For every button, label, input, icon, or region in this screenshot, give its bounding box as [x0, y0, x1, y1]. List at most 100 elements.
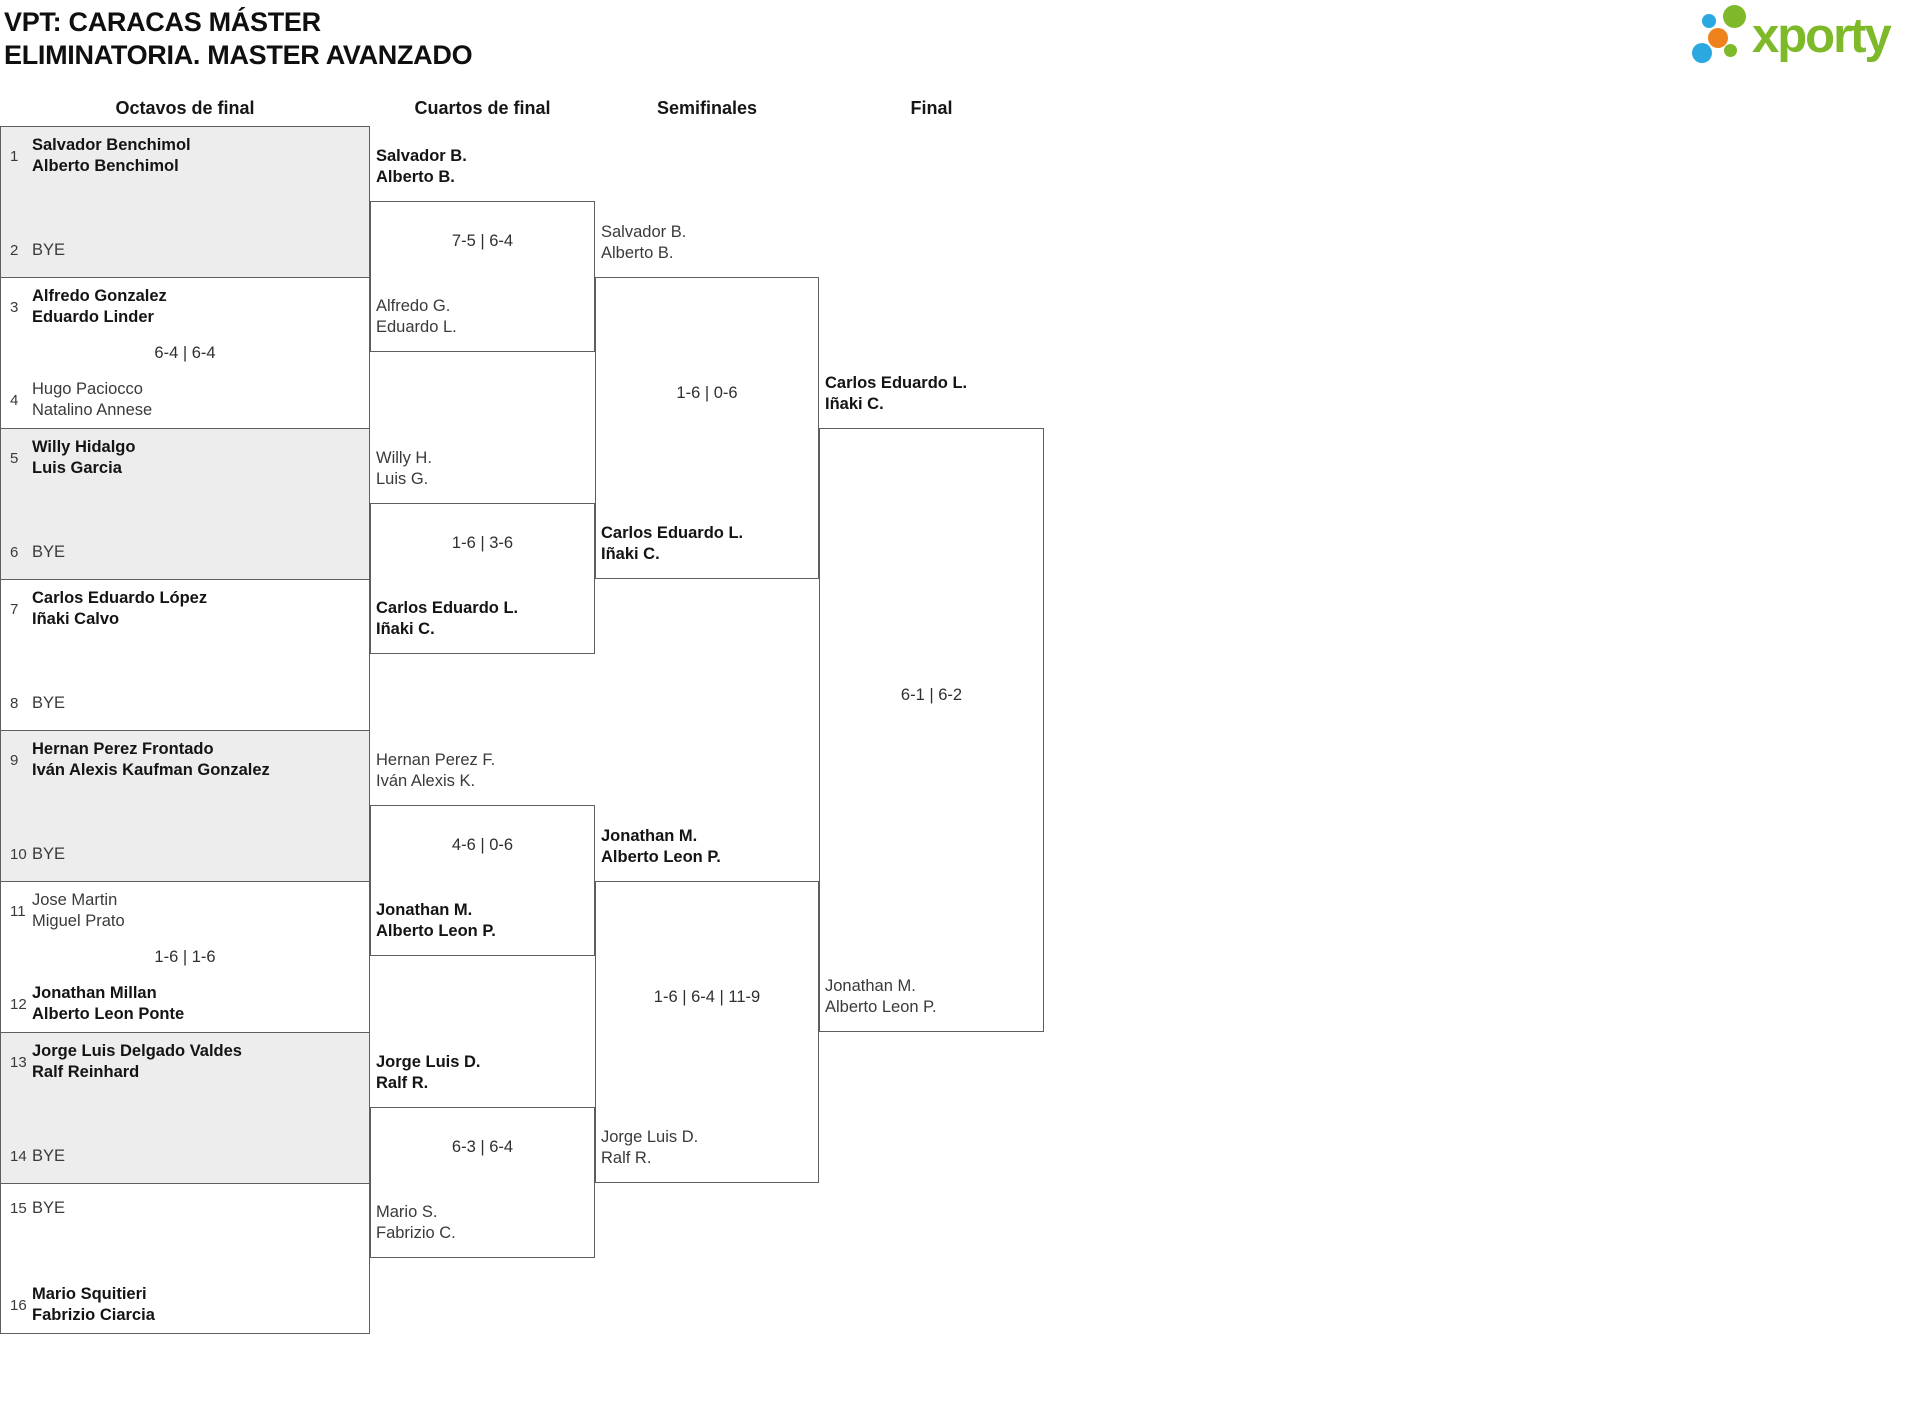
r16-match-5[interactable]: 9 Hernan Perez Frontado Iván Alexis Kauf… — [0, 730, 370, 881]
seed-number: 4 — [10, 391, 19, 409]
qf3-score: 4-6 | 0-6 — [451, 836, 514, 854]
r16-match-2[interactable]: 3 Alfredo Gonzalez Eduardo Linder 6-4 | … — [0, 277, 370, 428]
qf2-bottom-team: Carlos Eduardo L. Iñaki C. — [376, 598, 590, 640]
r16-match-3[interactable]: 5 Willy Hidalgo Luis Garcia 6 BYE — [0, 428, 370, 579]
team-name: Willy Hidalgo Luis Garcia — [32, 437, 135, 479]
qf2-match-box[interactable] — [370, 503, 595, 654]
team-name: Carlos Eduardo López Iñaki Calvo — [32, 588, 207, 630]
logo-dot-blue-medium — [1692, 43, 1712, 63]
team-slot: 9 Hernan Perez Frontado Iván Alexis Kauf… — [10, 739, 361, 781]
team-name: BYE — [32, 1198, 65, 1219]
seed-number: 14 — [10, 1148, 27, 1165]
player-2: Iván Alexis Kaufman Gonzalez — [32, 761, 270, 779]
qf4-bottom-team: Mario S. Fabrizio C. — [376, 1202, 590, 1244]
player-1: Salvador B. — [376, 147, 467, 165]
r16-match-1[interactable]: 1 Salvador Benchimol Alberto Benchimol 2… — [0, 126, 370, 277]
team-slot: 2 BYE — [10, 240, 361, 261]
team-slot: 12 Jonathan Millan Alberto Leon Ponte — [10, 983, 361, 1025]
logo-wordmark: xporty — [1752, 9, 1892, 63]
player-2: Alberto B. — [601, 244, 674, 262]
player-2: Fabrizio Ciarcia — [32, 1306, 155, 1324]
player-1: Jonathan M. — [376, 901, 473, 919]
qf1-match-box[interactable] — [370, 201, 595, 352]
player-1: Mario S. — [376, 1203, 438, 1221]
player-1: Jonathan M. — [825, 977, 916, 995]
team-name: Hernan Perez Frontado Iván Alexis Kaufma… — [32, 739, 270, 781]
team-name: Mario Squitieri Fabrizio Ciarcia — [32, 1284, 155, 1326]
team-slot: 14 BYE — [10, 1146, 361, 1167]
player-2: Alberto Leon P. — [376, 922, 496, 940]
final-bottom-team: Jonathan M. Alberto Leon P. — [825, 976, 1039, 1018]
team-slot: 3 Alfredo Gonzalez Eduardo Linder — [10, 286, 361, 328]
sf2-bottom-team: Jorge Luis D. Ralf R. — [601, 1127, 815, 1169]
qf4-top-team: Jorge Luis D. Ralf R. — [376, 1052, 590, 1094]
seed-number: 5 — [10, 449, 19, 467]
seed-number: 7 — [10, 600, 19, 618]
qf4-score: 6-3 | 6-4 — [451, 1138, 514, 1156]
team-name: BYE — [32, 542, 65, 563]
team-slot: 5 Willy Hidalgo Luis Garcia — [10, 437, 361, 479]
match-score: 1-6 | 1-6 — [154, 948, 216, 966]
r16-match-6[interactable]: 11 Jose Martin Miguel Prato 1-6 | 1-6 12… — [0, 881, 370, 1032]
player-2: Ralf Reinhard — [32, 1063, 140, 1081]
player-2: Luis Garcia — [32, 459, 122, 477]
round-header-cuartos: Cuartos de final — [414, 98, 551, 118]
seed-number: 11 — [10, 902, 26, 920]
seed-number: 12 — [10, 995, 27, 1013]
sf2-top-team: Jonathan M. Alberto Leon P. — [601, 826, 815, 868]
title-line-1: VPT: CARACAS MÁSTER — [4, 7, 321, 37]
r16-match-8[interactable]: 15 BYE 16 Mario Squitieri Fabrizio Ciarc… — [0, 1183, 370, 1334]
team-slot: 11 Jose Martin Miguel Prato — [10, 890, 361, 932]
player-1: Carlos Eduardo L. — [601, 524, 744, 542]
player-2: Ralf R. — [376, 1074, 429, 1092]
player-2: Iñaki C. — [601, 545, 660, 563]
team-slot: 7 Carlos Eduardo López Iñaki Calvo — [10, 588, 361, 630]
player-2: Miguel Prato — [32, 912, 125, 930]
player-1: Alfredo Gonzalez — [32, 287, 167, 305]
r16-match-4[interactable]: 7 Carlos Eduardo López Iñaki Calvo 8 BYE — [0, 579, 370, 730]
sf1-bottom-team: Carlos Eduardo L. Iñaki C. — [601, 523, 815, 565]
seed-number: 9 — [10, 751, 19, 769]
player-2: Eduardo Linder — [32, 308, 154, 326]
logo-dot-blue-small — [1702, 14, 1716, 28]
qf2-score: 1-6 | 3-6 — [451, 534, 514, 552]
player-2: Alberto Leon P. — [825, 998, 937, 1016]
logo-dot-green-large — [1723, 5, 1746, 28]
player-1: Alfredo G. — [376, 297, 451, 315]
team-name: Jonathan Millan Alberto Leon Ponte — [32, 983, 184, 1025]
player-2: Fabrizio C. — [376, 1224, 456, 1242]
sf1-match-box[interactable] — [595, 277, 819, 579]
qf1-score: 7-5 | 6-4 — [451, 232, 514, 250]
sf2-match-box[interactable] — [595, 881, 819, 1183]
qf4-match-box[interactable] — [370, 1107, 595, 1258]
player-2: Eduardo L. — [376, 318, 457, 336]
player-2: Alberto Leon Ponte — [32, 1005, 185, 1023]
team-name: Hugo Paciocco Natalino Annese — [32, 379, 152, 421]
seed-number: 8 — [10, 695, 19, 712]
player-1: Mario Squitieri — [32, 1285, 147, 1303]
team-name: BYE — [32, 844, 65, 865]
team-slot: 10 BYE — [10, 844, 361, 865]
player-2: Ralf R. — [601, 1149, 652, 1167]
final-match-box[interactable] — [819, 428, 1044, 1032]
final-top-team: Carlos Eduardo L. Iñaki C. — [825, 373, 1039, 415]
player-1: Hernan Perez Frontado — [32, 740, 214, 758]
qf3-bottom-team: Jonathan M. Alberto Leon P. — [376, 900, 590, 942]
team-slot: 4 Hugo Paciocco Natalino Annese — [10, 379, 361, 421]
r16-match-7[interactable]: 13 Jorge Luis Delgado Valdes Ralf Reinha… — [0, 1032, 370, 1183]
team-name: Jorge Luis Delgado Valdes Ralf Reinhard — [32, 1041, 242, 1083]
player-2: Iñaki C. — [376, 620, 435, 638]
team-name: BYE — [32, 1146, 65, 1167]
team-name: BYE — [32, 693, 65, 714]
qf3-match-box[interactable] — [370, 805, 595, 956]
player-2: Iván Alexis K. — [376, 772, 476, 790]
team-slot: 8 BYE — [10, 693, 361, 714]
player-1: BYE — [32, 845, 66, 863]
player-1: Carlos Eduardo L. — [825, 374, 968, 392]
player-1: Willy H. — [376, 449, 432, 467]
player-1: BYE — [32, 1147, 66, 1165]
xporty-logo[interactable]: xporty — [1676, 0, 1916, 72]
player-2: Natalino Annese — [32, 401, 153, 419]
round-header-semis: Semifinales — [656, 98, 758, 118]
